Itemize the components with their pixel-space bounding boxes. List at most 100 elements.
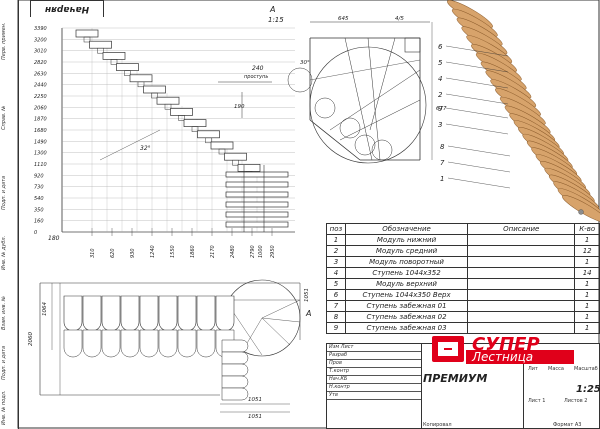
bottom-dim-label: 620 xyxy=(110,248,116,258)
brand-logo-block: СУПЕР Лестница xyxy=(430,334,580,364)
spec-name: Ступень 1044х352 xyxy=(344,267,469,279)
spec-desc xyxy=(467,311,576,323)
height-label: 350 xyxy=(34,207,44,213)
height-label: 2440 xyxy=(34,83,47,89)
plan-tread xyxy=(82,295,102,332)
elevation-left-dim: 180 xyxy=(48,235,60,242)
stair-step xyxy=(197,130,220,139)
height-label: 2250 xyxy=(34,94,47,100)
spec-desc xyxy=(467,300,576,312)
render-callout: 2 xyxy=(438,91,443,99)
tb-row: Пров xyxy=(327,360,421,368)
render-callout: 7 xyxy=(440,159,445,167)
spec-qty: 1 xyxy=(574,300,600,312)
plan-tread xyxy=(120,295,140,332)
plan-tread xyxy=(215,295,235,332)
winder-step xyxy=(225,201,289,208)
right-dim: 1000 xyxy=(258,245,264,258)
stair-step xyxy=(89,40,112,49)
plan-bottom-left-dim-2: 2060 xyxy=(28,332,34,346)
plan-tread xyxy=(101,295,121,332)
spec-pos: 9 xyxy=(326,322,346,334)
winder-step xyxy=(225,221,289,228)
copied-label: Копировал xyxy=(423,422,452,428)
plan-tread xyxy=(196,329,216,358)
spec-pos: 2 xyxy=(326,245,346,257)
height-label: 0 xyxy=(34,230,37,236)
plan-tread xyxy=(82,329,102,358)
drawing-name: ПРЕМИУМ xyxy=(423,372,488,385)
format-label: Формат А3 xyxy=(553,422,582,428)
winder-step xyxy=(225,171,289,178)
plan-tread xyxy=(221,339,249,353)
stair-step xyxy=(143,85,166,94)
title-block-signatures: Изм Лист Разраб Пров Т.контр Нач.КБ Н.ко… xyxy=(327,344,422,428)
plan-tread xyxy=(120,329,140,358)
winder-step xyxy=(225,181,289,188)
plan-top-angle: 30° xyxy=(300,60,310,66)
height-label: 1490 xyxy=(34,139,47,145)
tb-row: Разраб xyxy=(327,352,421,360)
stair-step xyxy=(116,63,139,71)
height-label: 3200 xyxy=(34,37,47,43)
stair-step xyxy=(156,96,180,105)
stair-step xyxy=(210,141,234,150)
plan-view-top xyxy=(287,21,433,164)
scale-label: Масштаб xyxy=(574,366,598,372)
winder-step xyxy=(225,191,289,198)
stair-step xyxy=(224,152,247,161)
spec-pos: 6 xyxy=(326,289,346,301)
stair-step xyxy=(237,164,261,172)
elevation-view: 3390320030102820263024402250206018701680… xyxy=(34,26,295,258)
render-callout: 1 xyxy=(440,175,444,183)
spec-desc xyxy=(467,234,576,246)
plan-tread xyxy=(139,295,159,332)
spec-desc xyxy=(467,256,576,268)
stair-step xyxy=(75,29,99,38)
height-label: 3390 xyxy=(34,26,47,32)
view-label-a: А xyxy=(269,5,275,14)
height-label: 2820 xyxy=(34,60,47,66)
height-label: 1110 xyxy=(34,162,47,168)
plan-tread xyxy=(177,329,197,358)
view-marker-a: А xyxy=(305,309,311,318)
plan-tread xyxy=(101,329,121,358)
tb-row: Т.контр xyxy=(327,368,421,376)
bottom-dim-label: 1240 xyxy=(150,245,156,258)
spec-name: Модуль поворотный xyxy=(344,256,469,268)
height-label: 3010 xyxy=(34,49,47,55)
spec-qty: 1 xyxy=(574,256,600,268)
spec-pos: 5 xyxy=(326,278,346,290)
plan-tread xyxy=(221,363,249,377)
plan-tread xyxy=(177,295,197,332)
plan-tread xyxy=(158,329,178,358)
bottom-dim-label: 930 xyxy=(130,248,136,258)
spec-desc xyxy=(467,245,576,257)
scale-value: 1:25 xyxy=(576,384,600,395)
spec-name: Ступень забежная 02 xyxy=(344,311,469,323)
brand-logo-icon xyxy=(432,336,464,362)
spec-pos: 4 xyxy=(326,267,346,279)
plan-tread xyxy=(139,329,159,358)
render-callout: 8 xyxy=(440,143,445,151)
plan-tread xyxy=(221,351,249,365)
height-label: 160 xyxy=(34,219,44,225)
stair-step xyxy=(129,74,153,83)
stair-step xyxy=(102,52,126,60)
spec-qty: 1 xyxy=(574,234,600,246)
spec-desc xyxy=(467,267,576,279)
height-label: 1680 xyxy=(34,128,47,134)
spec-name: Модуль нижний xyxy=(344,234,469,246)
spec-header-pos: поз xyxy=(326,223,346,235)
stair-step xyxy=(170,108,193,116)
lit-label: Лит xyxy=(528,366,538,372)
